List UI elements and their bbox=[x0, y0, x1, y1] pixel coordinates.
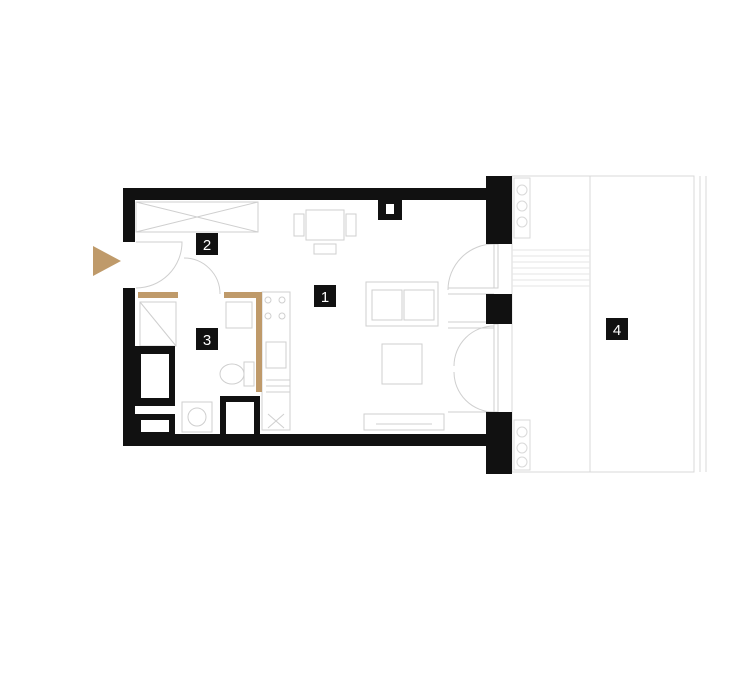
room-label-3: 3 bbox=[203, 332, 211, 349]
shower bbox=[139, 301, 177, 347]
wall-left-upper bbox=[123, 188, 135, 242]
tv-cabinet bbox=[363, 413, 445, 431]
dining-table bbox=[293, 209, 357, 255]
bathroom-door-swing bbox=[183, 257, 221, 295]
wall-bottom bbox=[123, 434, 500, 446]
balcony-door-swing-upper bbox=[447, 243, 495, 291]
room-badge-bg bbox=[196, 233, 218, 255]
room-badge-bg bbox=[314, 285, 336, 307]
room-badge-bg bbox=[606, 318, 628, 340]
bathroom-partition-right bbox=[224, 292, 262, 298]
room-badge-1: 1 bbox=[314, 285, 336, 307]
terrace-planter-bottom bbox=[513, 419, 531, 471]
room-label-2: 2 bbox=[203, 237, 211, 254]
room-label-1: 1 bbox=[321, 289, 329, 306]
sofa bbox=[365, 281, 439, 327]
entrance-door-swing bbox=[135, 241, 183, 289]
column-right-mid bbox=[486, 294, 512, 324]
balcony-door-swing-lower-2 bbox=[453, 371, 495, 413]
room-badge-bg bbox=[196, 328, 218, 350]
wall-top bbox=[123, 188, 500, 200]
door-swings bbox=[135, 241, 495, 413]
window-frames bbox=[448, 243, 499, 413]
terrace-planter-top bbox=[513, 177, 531, 239]
terrace-outline bbox=[511, 175, 695, 473]
bathroom-partitions bbox=[138, 292, 262, 392]
bathroom-sink bbox=[225, 301, 253, 329]
room-badge-3: 3 bbox=[196, 328, 218, 350]
bathroom-partition-vertical bbox=[256, 292, 262, 392]
toilet bbox=[219, 361, 255, 387]
terrace bbox=[511, 175, 707, 473]
wall-cutouts bbox=[141, 204, 394, 434]
balcony-door-swing-lower bbox=[453, 325, 495, 367]
column-right-bottom bbox=[486, 412, 512, 474]
coffee-table bbox=[381, 343, 423, 385]
bathroom-partition-left bbox=[138, 292, 178, 298]
washing-machine bbox=[181, 401, 213, 433]
entrance-arrow-icon bbox=[93, 246, 121, 276]
room-label-4: 4 bbox=[613, 322, 621, 339]
column-right-top bbox=[486, 176, 512, 244]
terrace-deck-lines bbox=[512, 249, 590, 287]
wardrobe bbox=[135, 201, 259, 233]
furniture bbox=[135, 201, 499, 433]
wall-left-lower bbox=[123, 288, 135, 446]
room-badge-4: 4 bbox=[606, 318, 628, 340]
kitchen-counter bbox=[261, 291, 291, 431]
room-badge-2: 2 bbox=[196, 233, 218, 255]
